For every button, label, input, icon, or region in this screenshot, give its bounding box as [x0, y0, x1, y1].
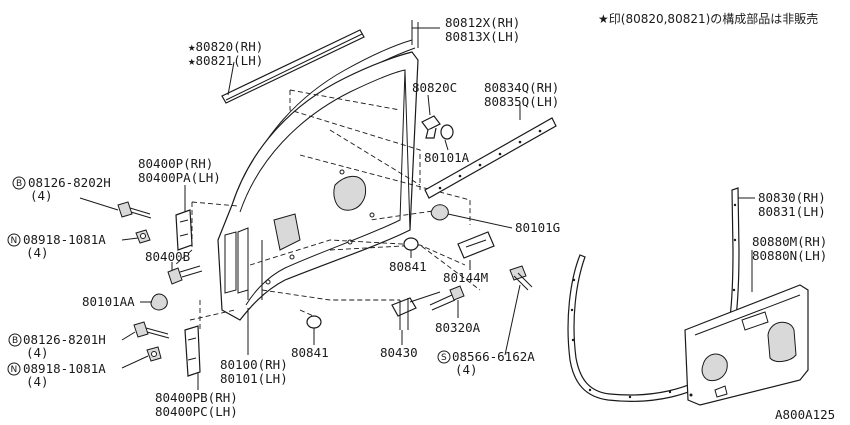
lower-hinge [184, 325, 201, 377]
label-qty-4-c: (4) [26, 345, 49, 360]
upper-hinge [175, 209, 193, 251]
upper-hinge-nut [135, 229, 151, 244]
label-80813x: 80813X(LH) [445, 29, 520, 44]
not-for-sale-note: ★印(80820,80821)の構成部品は非販売 [598, 11, 818, 26]
label-80831: 80831(LH) [758, 204, 826, 219]
bolt-symbol-1: B [12, 176, 26, 190]
label-80144m: 80144M [443, 270, 488, 285]
label-80834q: 80834Q(RH) [484, 80, 559, 95]
label-80835q: 80835Q(LH) [484, 94, 559, 109]
label-80101aa: 80101AA [82, 294, 135, 309]
plug-80841-lower [306, 315, 322, 329]
inner-weatherstrip [424, 117, 557, 199]
label-qty-4-d: (4) [26, 374, 49, 389]
label-80820: ★80820(RH) [188, 39, 263, 54]
nut-symbol-1: N [7, 233, 21, 247]
label-80320a: 80320A [435, 320, 481, 335]
label-qty-4-b: (4) [26, 245, 49, 260]
label-80430: 80430 [380, 345, 418, 360]
label-80841-upper: 80841 [389, 259, 427, 274]
label-qty-4-a: (4) [30, 188, 53, 203]
figure-code: A800A125 [775, 407, 835, 422]
grommet-80101a [440, 124, 454, 140]
label-08126-8201h: 08126-8201H [23, 332, 106, 347]
screw-symbol: S [437, 350, 451, 364]
label-80830: 80830(RH) [758, 190, 826, 205]
plug-80841-upper [403, 237, 419, 251]
label-80101g: 80101G [515, 220, 560, 235]
bushing-80101aa [150, 293, 168, 311]
svg-text:S: S [441, 353, 447, 363]
leader-lines [79, 27, 755, 390]
label-08126-8202h: 08126-8202H [28, 175, 111, 190]
label-80880n: 80880N(LH) [752, 248, 827, 263]
hinge-pin-80400b [167, 265, 203, 285]
svg-text:N: N [11, 365, 18, 375]
guide-lines [174, 89, 481, 330]
label-80841-lower: 80841 [291, 345, 329, 360]
door-panel [217, 51, 419, 321]
upper-hinge-bolt [117, 201, 152, 219]
label-08918-1081a-b: 08918-1081A [23, 361, 106, 376]
bolt-80320a [429, 285, 465, 311]
clip-80820c [421, 115, 441, 139]
svg-text:B: B [12, 336, 18, 346]
label-80101: 80101(LH) [220, 371, 288, 386]
label-80400pa: 80400PA(LH) [138, 170, 221, 185]
svg-text:B: B [16, 179, 22, 189]
nut-symbol-2: N [7, 362, 21, 376]
label-80400b: 80400B [145, 249, 190, 264]
label-80400pc: 80400PC(LH) [155, 404, 238, 419]
label-80812x: 80812X(RH) [445, 15, 520, 30]
label-80100: 80100(RH) [220, 357, 288, 372]
label-80820c: 80820C [412, 80, 457, 95]
grommet-80101g [430, 204, 449, 221]
door-check-80430 [391, 291, 441, 330]
label-80821: ★80821(LH) [188, 53, 263, 68]
label-qty-4-e: (4) [455, 362, 478, 377]
striker-80144m [457, 231, 495, 259]
label-80400p: 80400P(RH) [138, 156, 213, 171]
label-08566-6162a: 08566-6162A [452, 349, 535, 364]
lower-hinge-nut [146, 346, 162, 362]
door-trim-panel [684, 284, 809, 406]
bolt-symbol-2: B [8, 333, 22, 347]
svg-text:N: N [11, 236, 18, 246]
label-08918-1081a-a: 08918-1081A [23, 232, 106, 247]
label-80101a: 80101A [424, 150, 470, 165]
label-80880m: 80880M(RH) [752, 234, 827, 249]
lower-hinge-bolt [133, 321, 170, 339]
outer-belt-moulding [221, 29, 365, 104]
label-80400pb: 80400PB(RH) [155, 390, 238, 405]
part-labels: 80812X(RH) 80813X(LH) ★80820(RH) ★80821(… [23, 15, 827, 419]
screw-08566 [509, 265, 533, 291]
